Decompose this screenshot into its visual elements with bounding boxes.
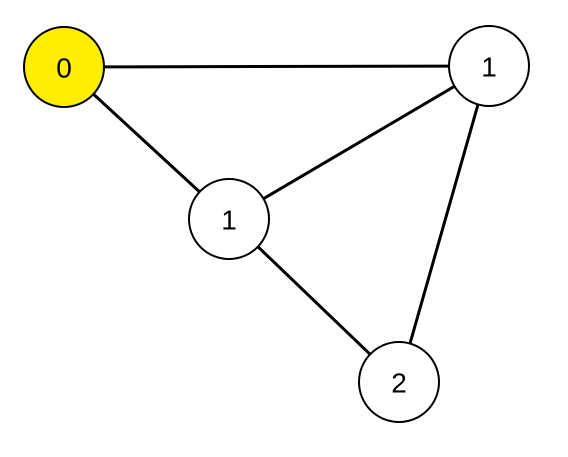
edge-n1-n3 (408, 103, 480, 345)
node-label: 1 (481, 52, 497, 83)
graph-node: 1 (448, 25, 530, 107)
edge-n2-n3 (256, 245, 372, 356)
graph-node: 2 (358, 341, 440, 423)
nodes-layer: 0 1 1 2 (23, 25, 530, 423)
edges-layer (91, 64, 480, 356)
node-circle (188, 178, 270, 260)
edge-n1-n2 (262, 84, 456, 201)
node-label: 2 (391, 368, 407, 399)
node-label: 1 (221, 205, 237, 236)
graph-node: 0 (23, 26, 105, 108)
highlighted-node-circle (23, 26, 105, 108)
node-circle (448, 25, 530, 107)
graph-node: 1 (188, 178, 270, 260)
edge-n0-n2 (91, 92, 202, 194)
node-label: 0 (56, 53, 72, 84)
edge-n0-n1 (102, 64, 451, 69)
node-circle (358, 341, 440, 423)
